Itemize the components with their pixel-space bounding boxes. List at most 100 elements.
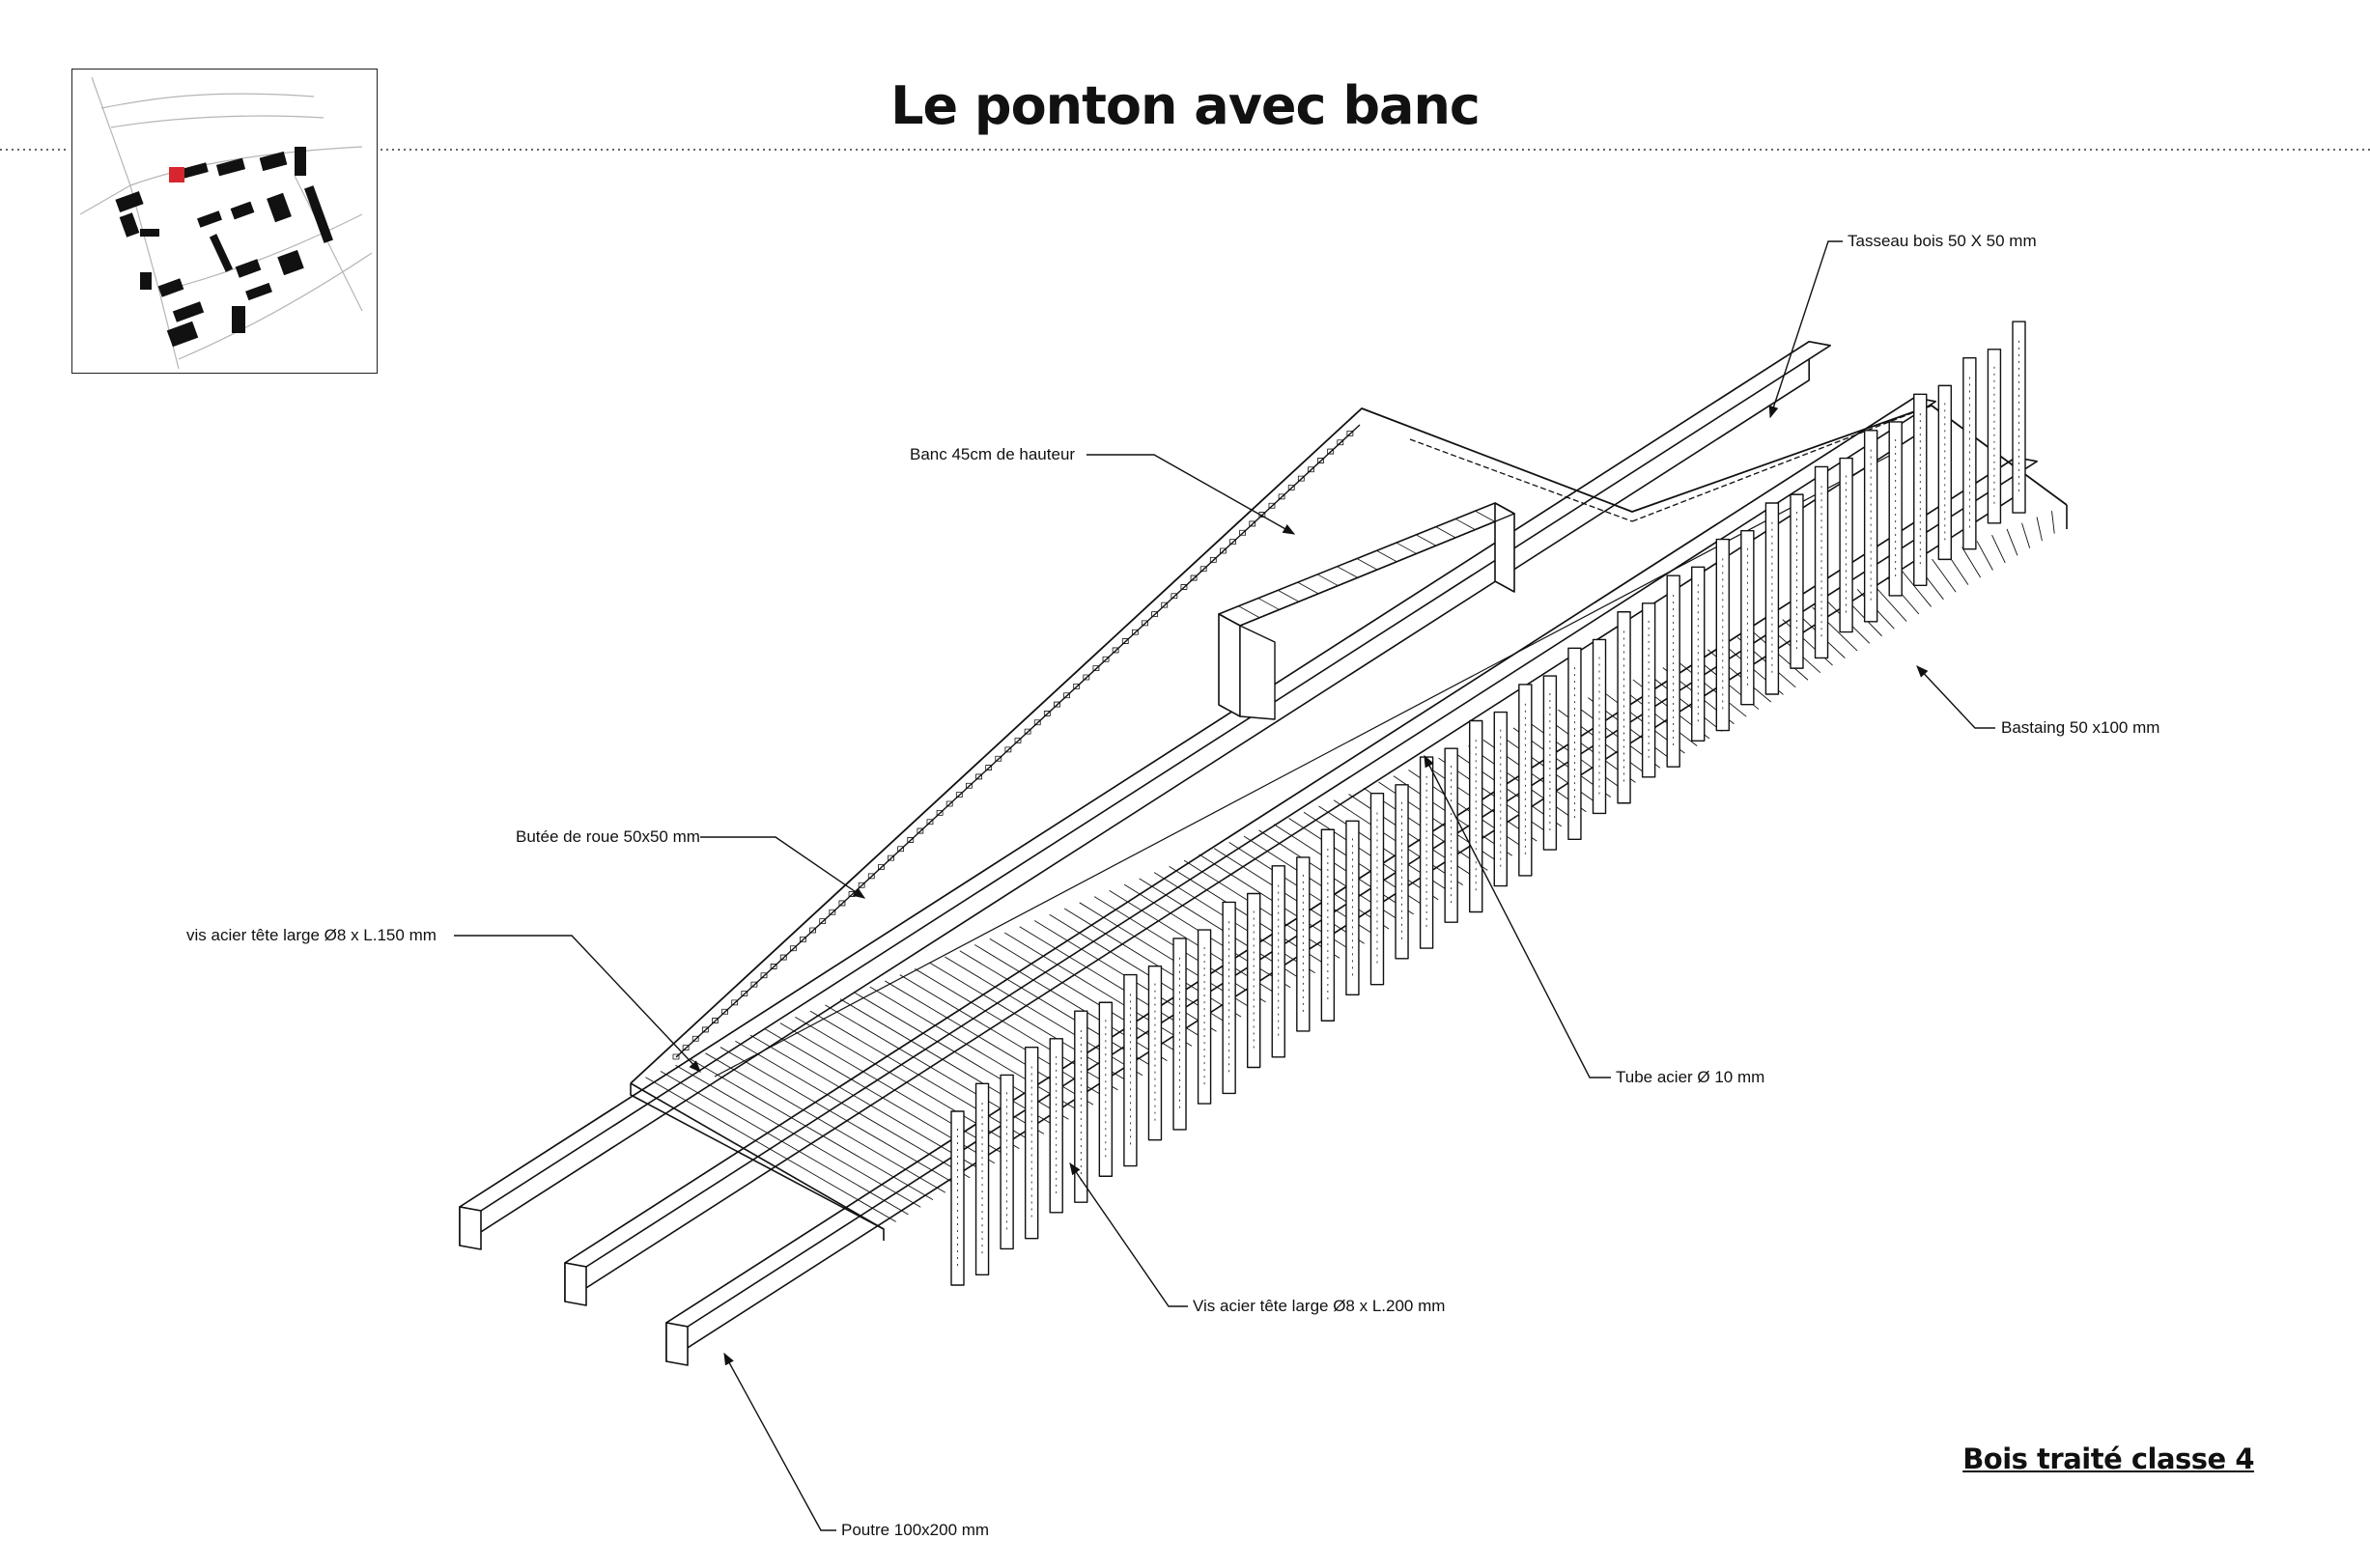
beam-right-end — [665, 1322, 689, 1366]
deck-plank — [779, 1022, 1007, 1157]
deck-plank — [1183, 859, 1340, 959]
annotation-leaders — [454, 240, 1995, 1531]
deck-plank — [2051, 511, 2055, 534]
vertical-post — [1666, 574, 1680, 768]
label-banc: Banc 45cm de hauteur — [910, 445, 1076, 463]
vertical-post — [1863, 430, 1878, 623]
label-vis-200: Vis acier tête large Ø8 x L.200 mm — [1193, 1297, 1446, 1315]
wheel-stop-rail — [675, 424, 1361, 1058]
vertical-post — [1074, 1010, 1088, 1203]
deck-plank — [1932, 558, 1957, 593]
vertical-post — [1320, 828, 1336, 1022]
deck-plank — [719, 1047, 958, 1186]
deck-plank — [959, 950, 1155, 1069]
vertical-post — [1369, 792, 1385, 986]
vertical-post — [1271, 865, 1285, 1058]
deck-edge-top — [630, 405, 2068, 1084]
deck-plank — [899, 974, 1106, 1098]
leader-butee — [700, 836, 866, 899]
bench-slat — [1435, 526, 1456, 539]
label-tube: Tube acier Ø 10 mm — [1616, 1068, 1765, 1086]
deck-plank — [1213, 848, 1365, 944]
label-poutre: Poutre 100x200 mm — [841, 1521, 990, 1539]
deck-plank — [839, 998, 1057, 1128]
vertical-post — [1764, 502, 1780, 695]
deck-plank — [929, 962, 1131, 1083]
bench-front-edge — [1239, 513, 1515, 627]
bench-slat — [1376, 549, 1397, 563]
deck-plank — [1872, 582, 1907, 622]
bench-slat — [1316, 574, 1339, 586]
bench-slat — [1278, 590, 1300, 602]
vertical-post — [1222, 901, 1236, 1095]
leader-tasseau — [1768, 240, 1843, 419]
tasseau-top-rail — [1409, 438, 1633, 522]
deck-plank — [809, 1010, 1032, 1142]
deck-plank — [735, 1040, 971, 1179]
vertical-post — [1469, 719, 1483, 913]
deck-edge-near — [630, 1082, 885, 1230]
vertical-post — [1962, 356, 1977, 550]
deck-plank — [645, 1077, 896, 1222]
bench-slat — [1396, 542, 1417, 554]
deck-plank — [1976, 541, 1993, 571]
leader-bastaing — [1916, 665, 1995, 729]
vertical-post — [1567, 647, 1582, 841]
label-butee: Butée de roue 50x50 mm — [516, 827, 700, 846]
deck-plank — [1063, 908, 1242, 1018]
bench-slat — [1416, 534, 1437, 546]
material-note: Bois traité classe 4 — [1962, 1442, 2254, 1475]
bench-slat — [1454, 518, 1476, 530]
tasseau-ridge — [1631, 405, 1933, 522]
vertical-post — [1123, 973, 1138, 1167]
deck-plank — [1677, 660, 1747, 717]
deck-plank — [749, 1034, 983, 1171]
bench-slat — [1218, 613, 1241, 627]
leader-vis-150 — [454, 935, 701, 1073]
deck-plank — [705, 1052, 946, 1193]
vertical-post — [1715, 538, 1731, 732]
deck-plank — [1752, 630, 1809, 681]
deck-plank — [660, 1071, 909, 1216]
deck-plank — [1243, 835, 1390, 930]
leader-banc — [1086, 454, 1296, 535]
vertical-post — [1518, 684, 1533, 877]
steel-tube — [714, 453, 1894, 1078]
beam-left-end — [459, 1206, 482, 1250]
pontoon-structure — [459, 321, 2068, 1366]
deck-plank — [675, 1064, 921, 1208]
vertical-post — [2012, 321, 2026, 514]
deck-plank — [1618, 685, 1698, 746]
deck-edge-front — [630, 1083, 885, 1241]
vertical-post — [1617, 611, 1631, 804]
vertical-post — [1913, 393, 1928, 586]
site-plan-inset — [71, 69, 378, 374]
vertical-post — [1814, 465, 1829, 659]
page-title: Le ponton avec banc — [890, 75, 1481, 136]
vertical-post — [1172, 938, 1187, 1131]
bench-slat — [1257, 598, 1280, 610]
deck-plank — [2021, 522, 2031, 548]
vertical-post — [1024, 1047, 1039, 1240]
site-plan-map — [79, 76, 373, 370]
bench-slat — [1297, 581, 1319, 595]
leader-poutre — [723, 1352, 836, 1531]
deck-plank — [869, 986, 1082, 1113]
deck-plank — [1648, 673, 1722, 732]
site-plan-buildings — [115, 147, 333, 348]
bench-leg-front — [1218, 613, 1241, 717]
beam-middle-top — [564, 396, 1936, 1268]
bench-leg-front-side — [1239, 625, 1276, 720]
leader-tube — [1424, 754, 1611, 1078]
deck-plank — [1961, 546, 1982, 578]
site-locator-marker — [169, 167, 184, 182]
bench-leg-back — [1494, 502, 1515, 593]
vertical-post — [974, 1082, 990, 1276]
label-tasseau: Tasseau bois 50 X 50 mm — [1848, 232, 2037, 250]
label-vis-150: vis acier tête large Ø8 x L.150 mm — [186, 926, 437, 944]
deck-plank — [690, 1058, 934, 1201]
leader-vis-200 — [1069, 1162, 1188, 1307]
deck-plank — [1991, 535, 2006, 564]
bench-slat — [1356, 558, 1378, 571]
